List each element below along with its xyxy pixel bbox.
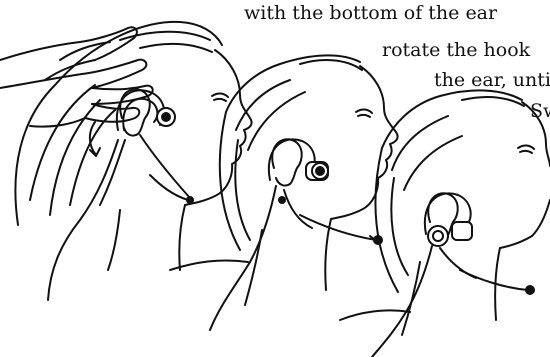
figure-3-headset-fitted — [340, 90, 550, 357]
figure-2-hook-on-ear — [170, 55, 398, 330]
figure-1-adjusting-ear-hook — [0, 22, 252, 300]
